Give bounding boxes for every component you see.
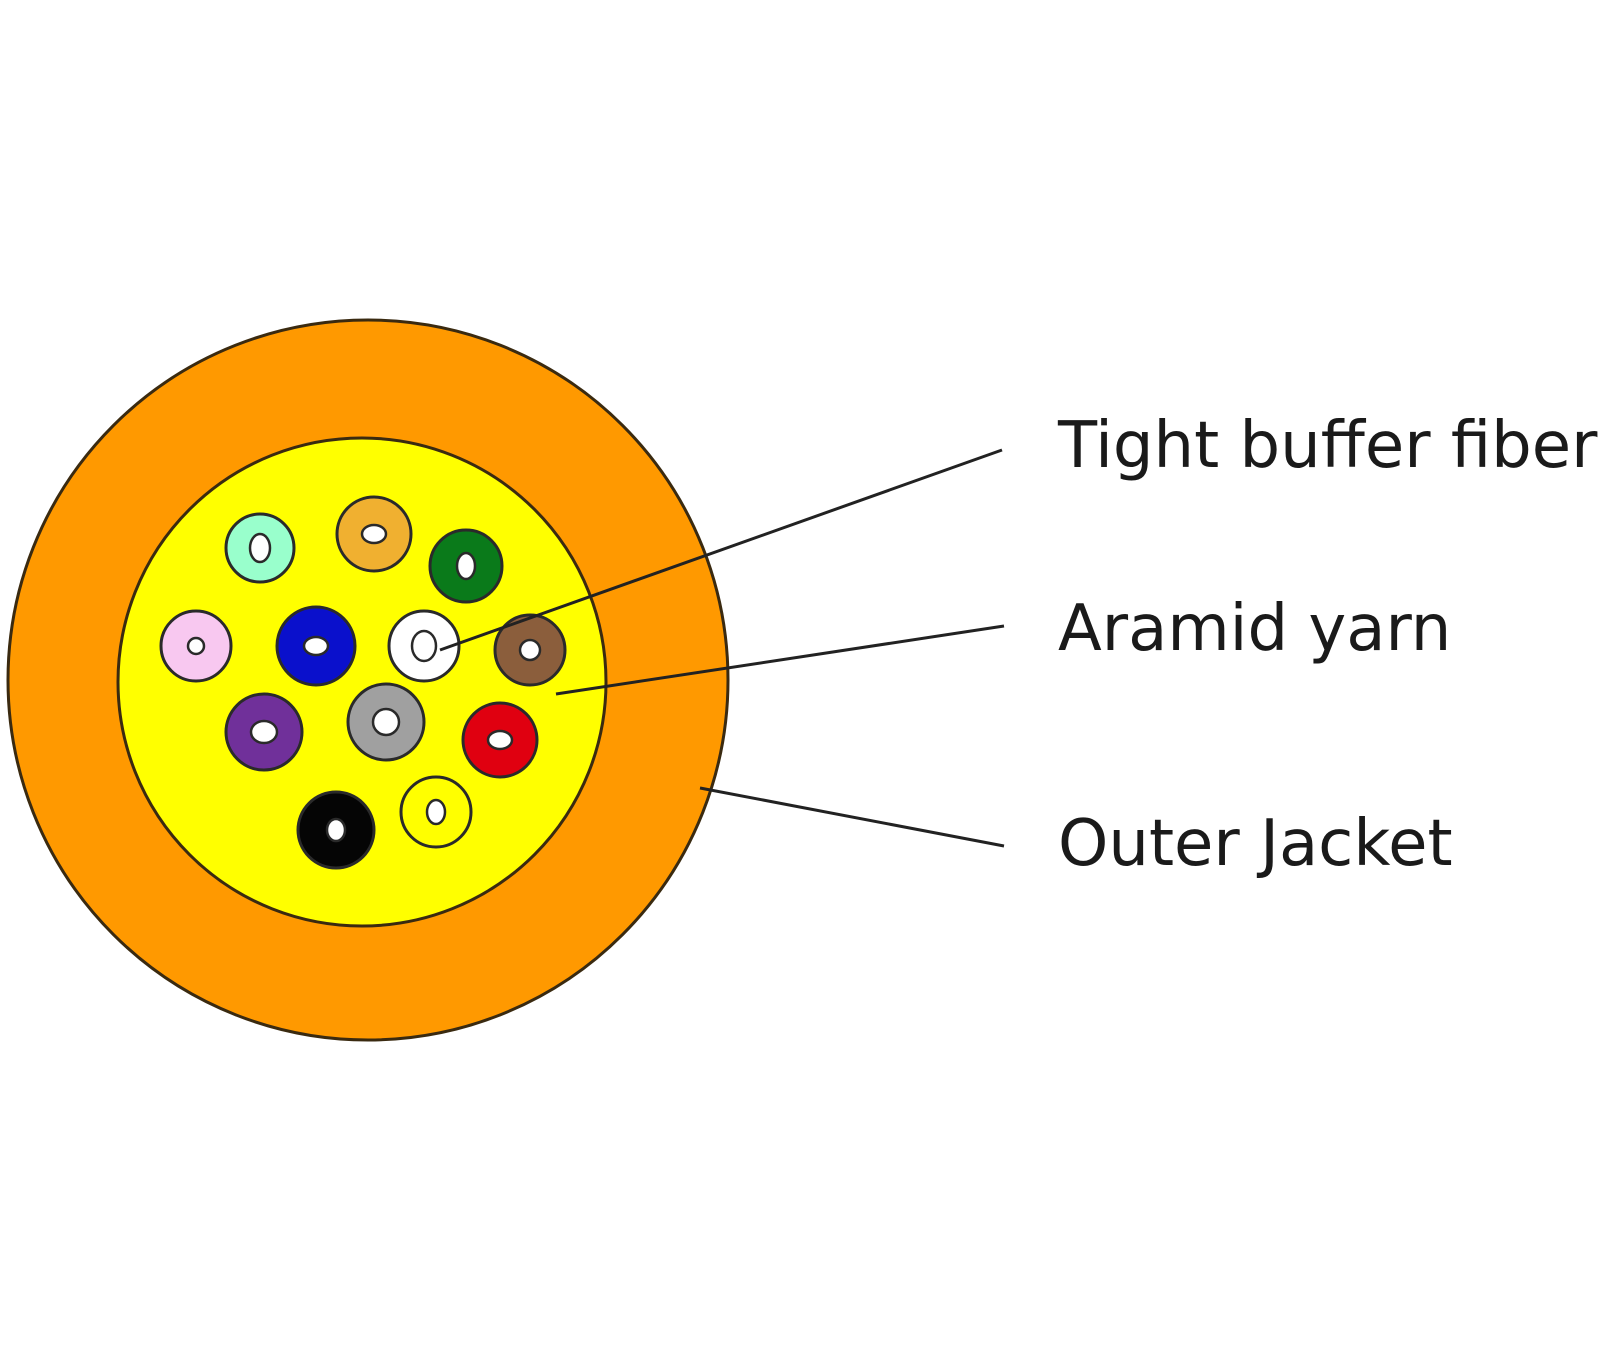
fiber-violet-core <box>249 719 279 745</box>
cable-cross-section <box>6 318 730 1042</box>
fiber-slate <box>346 682 426 762</box>
label-aramid-yarn: Aramid yarn <box>1058 592 1452 666</box>
label-outer-jacket: Outer Jacket <box>1058 807 1453 881</box>
fiber-aqua <box>224 512 296 584</box>
fiber-aqua-core <box>248 532 272 564</box>
fiber-brown-core <box>518 638 542 662</box>
leader-lines <box>439 448 1005 848</box>
fiber-blue-core <box>302 635 330 657</box>
fiber-red-core <box>486 729 514 751</box>
fiber-slate-core <box>371 707 401 737</box>
fiber-orange-core <box>360 523 388 545</box>
fiber-rose-core <box>186 636 206 656</box>
fiber-rose <box>159 609 233 683</box>
fiber-green <box>428 528 504 604</box>
fiber-yellow <box>399 775 473 849</box>
fiber-orange <box>335 495 413 573</box>
fiber-white <box>387 609 461 683</box>
fiber-violet <box>224 692 304 772</box>
fiber-brown <box>493 613 567 687</box>
fiber-black-core <box>325 817 347 843</box>
label-tight-buffer-fiber: Tight buffer fiber <box>1058 409 1598 483</box>
leader-line-tight-buffer-fiber <box>439 448 1003 652</box>
fiber-blue <box>275 605 357 687</box>
tight-buffer-fibers <box>159 495 567 870</box>
leader-line-outer-jacket <box>699 786 1005 848</box>
fiber-yellow-core <box>425 798 447 826</box>
fiber-red <box>461 701 539 779</box>
fiber-white-core <box>410 629 438 663</box>
leader-line-aramid-yarn <box>555 624 1005 696</box>
fiber-black <box>296 790 376 870</box>
fiber-green-core <box>455 551 477 581</box>
